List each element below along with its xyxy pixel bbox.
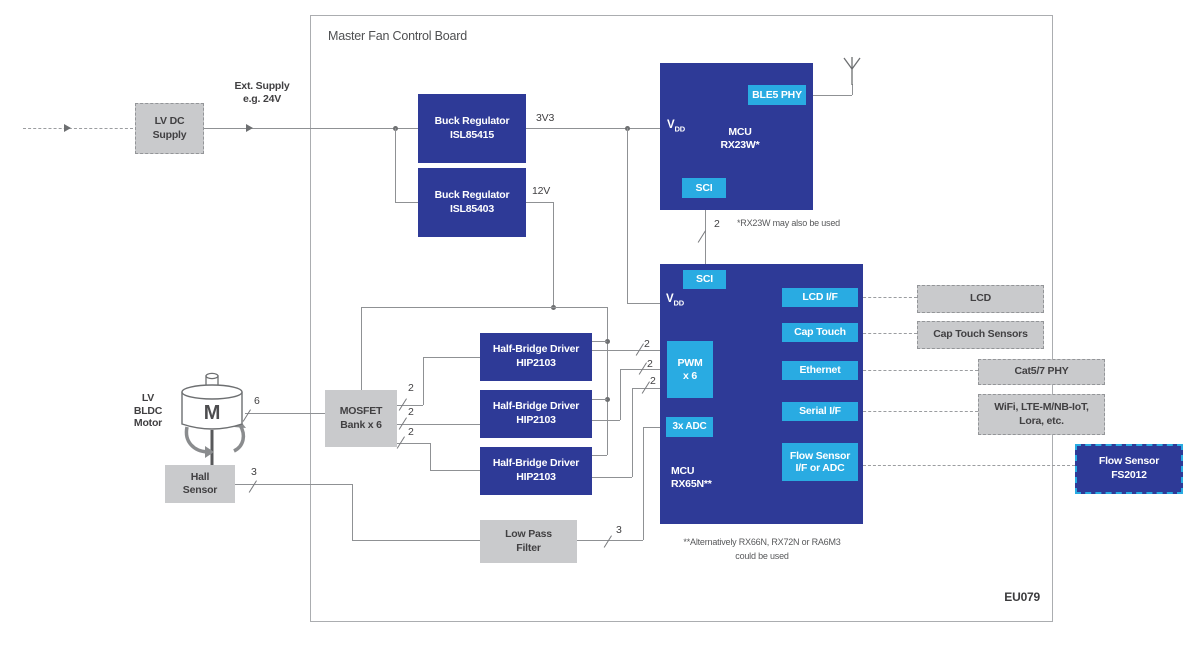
wire-3v3 [627,303,660,304]
motor-icon: M [181,372,246,465]
bus-width-label: 2 [650,375,656,387]
flow-sensor-if-block: Flow Sensor I/F or ADC [782,443,858,481]
cap-touch-sensors-block: Cap Touch Sensors [917,321,1044,349]
lcd-if-block: LCD I/F [782,288,858,307]
wire [423,357,424,405]
diagram-code: EU079 [1004,590,1040,604]
bus-width-label: 2 [644,338,650,350]
wire-hall [235,484,352,485]
pwm-block: PWM x 6 [667,341,713,398]
wire [592,455,607,456]
wire-pwm [632,388,633,477]
wire [592,341,607,342]
wire-12v [553,202,554,307]
wire-12v [607,307,608,455]
wire [395,202,418,203]
wire [202,128,418,129]
vdd-pin-label: VDD [667,119,685,134]
adc-block: 3x ADC [666,417,713,437]
rail-label-12v: 12V [532,185,551,197]
wire [397,405,423,406]
bus-width-label: 6 [254,395,260,407]
wire-pwm [592,420,620,421]
sci-block: SCI [683,270,726,289]
wire-pwm [632,388,667,389]
vdd-pin-label: VDD [666,293,684,308]
wire-pwm [620,369,667,370]
wire-motor [245,413,325,414]
lcd-peripheral-block: LCD [917,285,1044,313]
dashed-wire [858,465,1075,466]
low-pass-filter-block: Low Pass Filter [480,520,577,563]
bus-width-label: 2 [408,406,414,418]
wire [23,128,133,129]
wire-pwm [592,350,667,351]
ext-supply-label: Ext. Supply e.g. 24V [234,80,290,105]
bus-width-slash [248,480,258,494]
half-bridge-driver-block: Half-Bridge Driver HIP2103 [480,447,592,495]
wire-adc [643,427,666,428]
junction-dot [605,397,610,402]
dashed-wire [858,297,917,298]
dashed-wire [858,333,917,334]
antenna-icon [843,57,861,85]
bus-width-label: 2 [408,426,414,438]
mcu-rx65n-name: MCU RX65N** [671,465,712,490]
wire [397,424,480,425]
wire-adc [643,427,644,540]
motor-label: LV BLDC Motor [133,392,163,430]
wire [592,399,607,400]
wireless-block: WiFi, LTE-M/NB-IoT, Lora, etc. [978,394,1105,435]
svg-text:M: M [204,402,220,424]
wire-3v3 [627,128,628,304]
junction-dot [605,339,610,344]
board-outline [310,15,1053,622]
ble5-phy-block: BLE5 PHY [748,85,806,105]
wire [423,357,480,358]
mcu1-footnote: *RX23W may also be used [737,218,840,228]
bus-width-label: 2 [647,358,653,370]
half-bridge-driver-block: Half-Bridge Driver HIP2103 [480,333,592,381]
lv-dc-supply-block: LV DC Supply [135,103,204,154]
sci-block: SCI [682,178,726,198]
wire [430,470,480,471]
arrowhead-icon [64,124,71,132]
wire-adc [577,540,643,541]
ethernet-block: Ethernet [782,361,858,380]
wire-hall [352,484,353,540]
board-title: Master Fan Control Board [328,29,468,43]
wire [430,443,431,470]
flow-sensor-fs2012-block: Flow Sensor FS2012 [1075,444,1183,494]
hall-sensor-block: Hall Sensor [165,465,235,503]
bus-width-label: 3 [616,524,622,536]
wire-sci [705,210,706,264]
mcu2-footnote: **Alternatively RX66N, RX72N or RA6M3 co… [683,537,841,561]
wire-pwm [592,477,632,478]
wire-12v [526,202,553,203]
serial-if-block: Serial I/F [782,402,858,421]
wire-3v3 [526,128,660,129]
wire-pwm [620,369,621,420]
wire-antenna [852,84,853,95]
mosfet-bank-block: MOSFET Bank x 6 [325,390,397,447]
dashed-wire [858,411,978,412]
cat57-phy-block: Cat5/7 PHY [978,359,1105,385]
buck-regulator-isl85415-block: Buck Regulator ISL85415 [418,94,526,163]
wire-antenna [806,95,852,96]
cap-touch-block: Cap Touch [782,323,858,342]
wire-12v [361,307,362,390]
dashed-wire [858,370,978,371]
rail-label-3v3: 3V3 [536,112,555,124]
mcu-rx23w-name: MCU RX23W* [720,126,760,151]
buck-regulator-isl85403-block: Buck Regulator ISL85403 [418,168,526,237]
bus-width-label: 3 [251,466,257,478]
bus-width-label: 2 [714,218,720,230]
bus-width-label: 2 [408,382,414,394]
half-bridge-driver-block: Half-Bridge Driver HIP2103 [480,390,592,438]
arrowhead-icon [246,124,253,132]
wire-hall [352,540,480,541]
wire-12v [361,307,607,308]
wire [397,443,430,444]
wire [395,128,396,202]
